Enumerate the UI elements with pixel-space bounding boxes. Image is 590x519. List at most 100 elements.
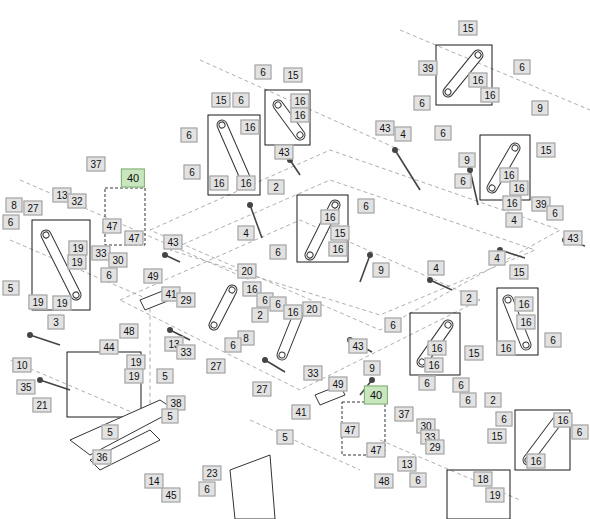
callout-number: 49 bbox=[143, 269, 162, 284]
callout-number: 44 bbox=[99, 340, 118, 355]
callout-number: 6 bbox=[225, 338, 242, 353]
callout-number: 20 bbox=[302, 302, 321, 317]
callout-number: 5 bbox=[2, 281, 19, 296]
callout-number: 33 bbox=[303, 366, 322, 381]
callout-number: 47 bbox=[124, 231, 143, 246]
callout-number: 16 bbox=[480, 88, 499, 103]
callout-number: 16 bbox=[502, 196, 521, 211]
callout-number: 6 bbox=[358, 199, 375, 214]
callout-number: 15 bbox=[487, 429, 506, 444]
callout-number: 41 bbox=[291, 405, 310, 420]
callout-number: 15 bbox=[536, 143, 555, 158]
callout-number: 6 bbox=[184, 165, 201, 180]
callout-number: 27 bbox=[252, 382, 271, 397]
callout-number: 9 bbox=[373, 263, 390, 278]
callout-number: 6 bbox=[514, 60, 531, 75]
callout-number: 9 bbox=[459, 153, 476, 168]
callout-number: 9 bbox=[532, 101, 549, 116]
callout-number: 45 bbox=[161, 488, 180, 503]
link-arm bbox=[39, 48, 565, 467]
callout-number: 15 bbox=[330, 226, 349, 241]
callout-number: 16 bbox=[209, 176, 228, 191]
callout-number: 6 bbox=[435, 126, 452, 141]
callout-number: 43 bbox=[163, 235, 182, 250]
callout-number: 5 bbox=[157, 369, 174, 384]
callout-number: 6 bbox=[414, 96, 431, 111]
callout-number: 10 bbox=[12, 358, 31, 373]
bracket bbox=[70, 290, 345, 519]
callout-number: 6 bbox=[385, 318, 402, 333]
callout-number: 47 bbox=[366, 443, 385, 458]
callout-number: 6 bbox=[460, 393, 477, 408]
callout-number: 3 bbox=[48, 315, 65, 330]
callout-number: 33 bbox=[176, 345, 195, 360]
callout-number: 16 bbox=[468, 73, 487, 88]
callout-number: 19 bbox=[68, 241, 87, 256]
callout-number: 19 bbox=[28, 295, 47, 310]
callout-number: 27 bbox=[23, 201, 42, 216]
callout-number: 16 bbox=[496, 341, 515, 356]
frame-outline bbox=[10, 30, 590, 500]
bolt bbox=[28, 148, 585, 395]
callout-number: 16 bbox=[328, 242, 347, 257]
group-frame bbox=[32, 45, 570, 519]
callout-number: 15 bbox=[458, 21, 477, 36]
callout-number: 2 bbox=[485, 393, 502, 408]
callout-number: 19 bbox=[67, 255, 86, 270]
callout-number: 6 bbox=[455, 174, 472, 189]
callout-number: 14 bbox=[144, 474, 163, 489]
callout-number: 15 bbox=[211, 93, 230, 108]
callout-number: 15 bbox=[283, 68, 302, 83]
callout-number: 35 bbox=[16, 380, 35, 395]
callout-number: 37 bbox=[86, 157, 105, 172]
callout-number: 6 bbox=[419, 376, 436, 391]
callout-number: 6 bbox=[101, 268, 118, 283]
callout-number: 40 bbox=[121, 169, 145, 188]
callout-number: 16 bbox=[526, 454, 545, 469]
callout-number: 13 bbox=[397, 457, 416, 472]
callout-number: 2 bbox=[268, 180, 285, 195]
callout-number: 16 bbox=[427, 341, 446, 356]
callout-number: 43 bbox=[563, 231, 582, 246]
callout-number: 16 bbox=[290, 108, 309, 123]
callout-number: 15 bbox=[509, 265, 528, 280]
callout-number: 6 bbox=[181, 128, 198, 143]
callout-number: 21 bbox=[32, 398, 51, 413]
callout-number: 16 bbox=[553, 413, 572, 428]
callout-number: 4 bbox=[238, 226, 255, 241]
callout-number: 29 bbox=[425, 440, 444, 455]
callout-number: 4 bbox=[428, 261, 445, 276]
callout-number: 19 bbox=[52, 296, 71, 311]
callout-number: 49 bbox=[328, 377, 347, 392]
callout-number: 6 bbox=[453, 378, 470, 393]
callout-number: 4 bbox=[506, 213, 523, 228]
callout-number: 4 bbox=[489, 251, 506, 266]
callout-number: 6 bbox=[270, 245, 287, 260]
callout-number: 29 bbox=[176, 293, 195, 308]
callout-number: 6 bbox=[255, 65, 272, 80]
callout-number: 43 bbox=[375, 121, 394, 136]
callout-number: 9 bbox=[364, 361, 381, 376]
callout-number: 16 bbox=[424, 358, 443, 373]
callout-number: 5 bbox=[102, 425, 119, 440]
callout-number: 15 bbox=[464, 346, 483, 361]
callout-number: 16 bbox=[283, 305, 302, 320]
callout-number: 39 bbox=[418, 61, 437, 76]
callout-number: 36 bbox=[92, 450, 111, 465]
callout-number: 48 bbox=[119, 324, 138, 339]
callout-number: 8 bbox=[6, 198, 23, 213]
callout-number: 48 bbox=[374, 474, 393, 489]
callout-number: 32 bbox=[67, 194, 86, 209]
callout-number: 43 bbox=[274, 145, 293, 160]
callout-number: 16 bbox=[320, 210, 339, 225]
callout-number: 5 bbox=[162, 409, 179, 424]
callout-number: 19 bbox=[126, 355, 145, 370]
callout-number: 6 bbox=[545, 333, 562, 348]
callout-number: 27 bbox=[206, 359, 225, 374]
callout-number: 6 bbox=[199, 482, 216, 497]
callout-number: 6 bbox=[547, 206, 564, 221]
callout-number: 47 bbox=[340, 423, 359, 438]
callout-number: 30 bbox=[108, 253, 127, 268]
callout-number: 40 bbox=[364, 386, 388, 405]
callout-number: 19 bbox=[485, 488, 504, 503]
